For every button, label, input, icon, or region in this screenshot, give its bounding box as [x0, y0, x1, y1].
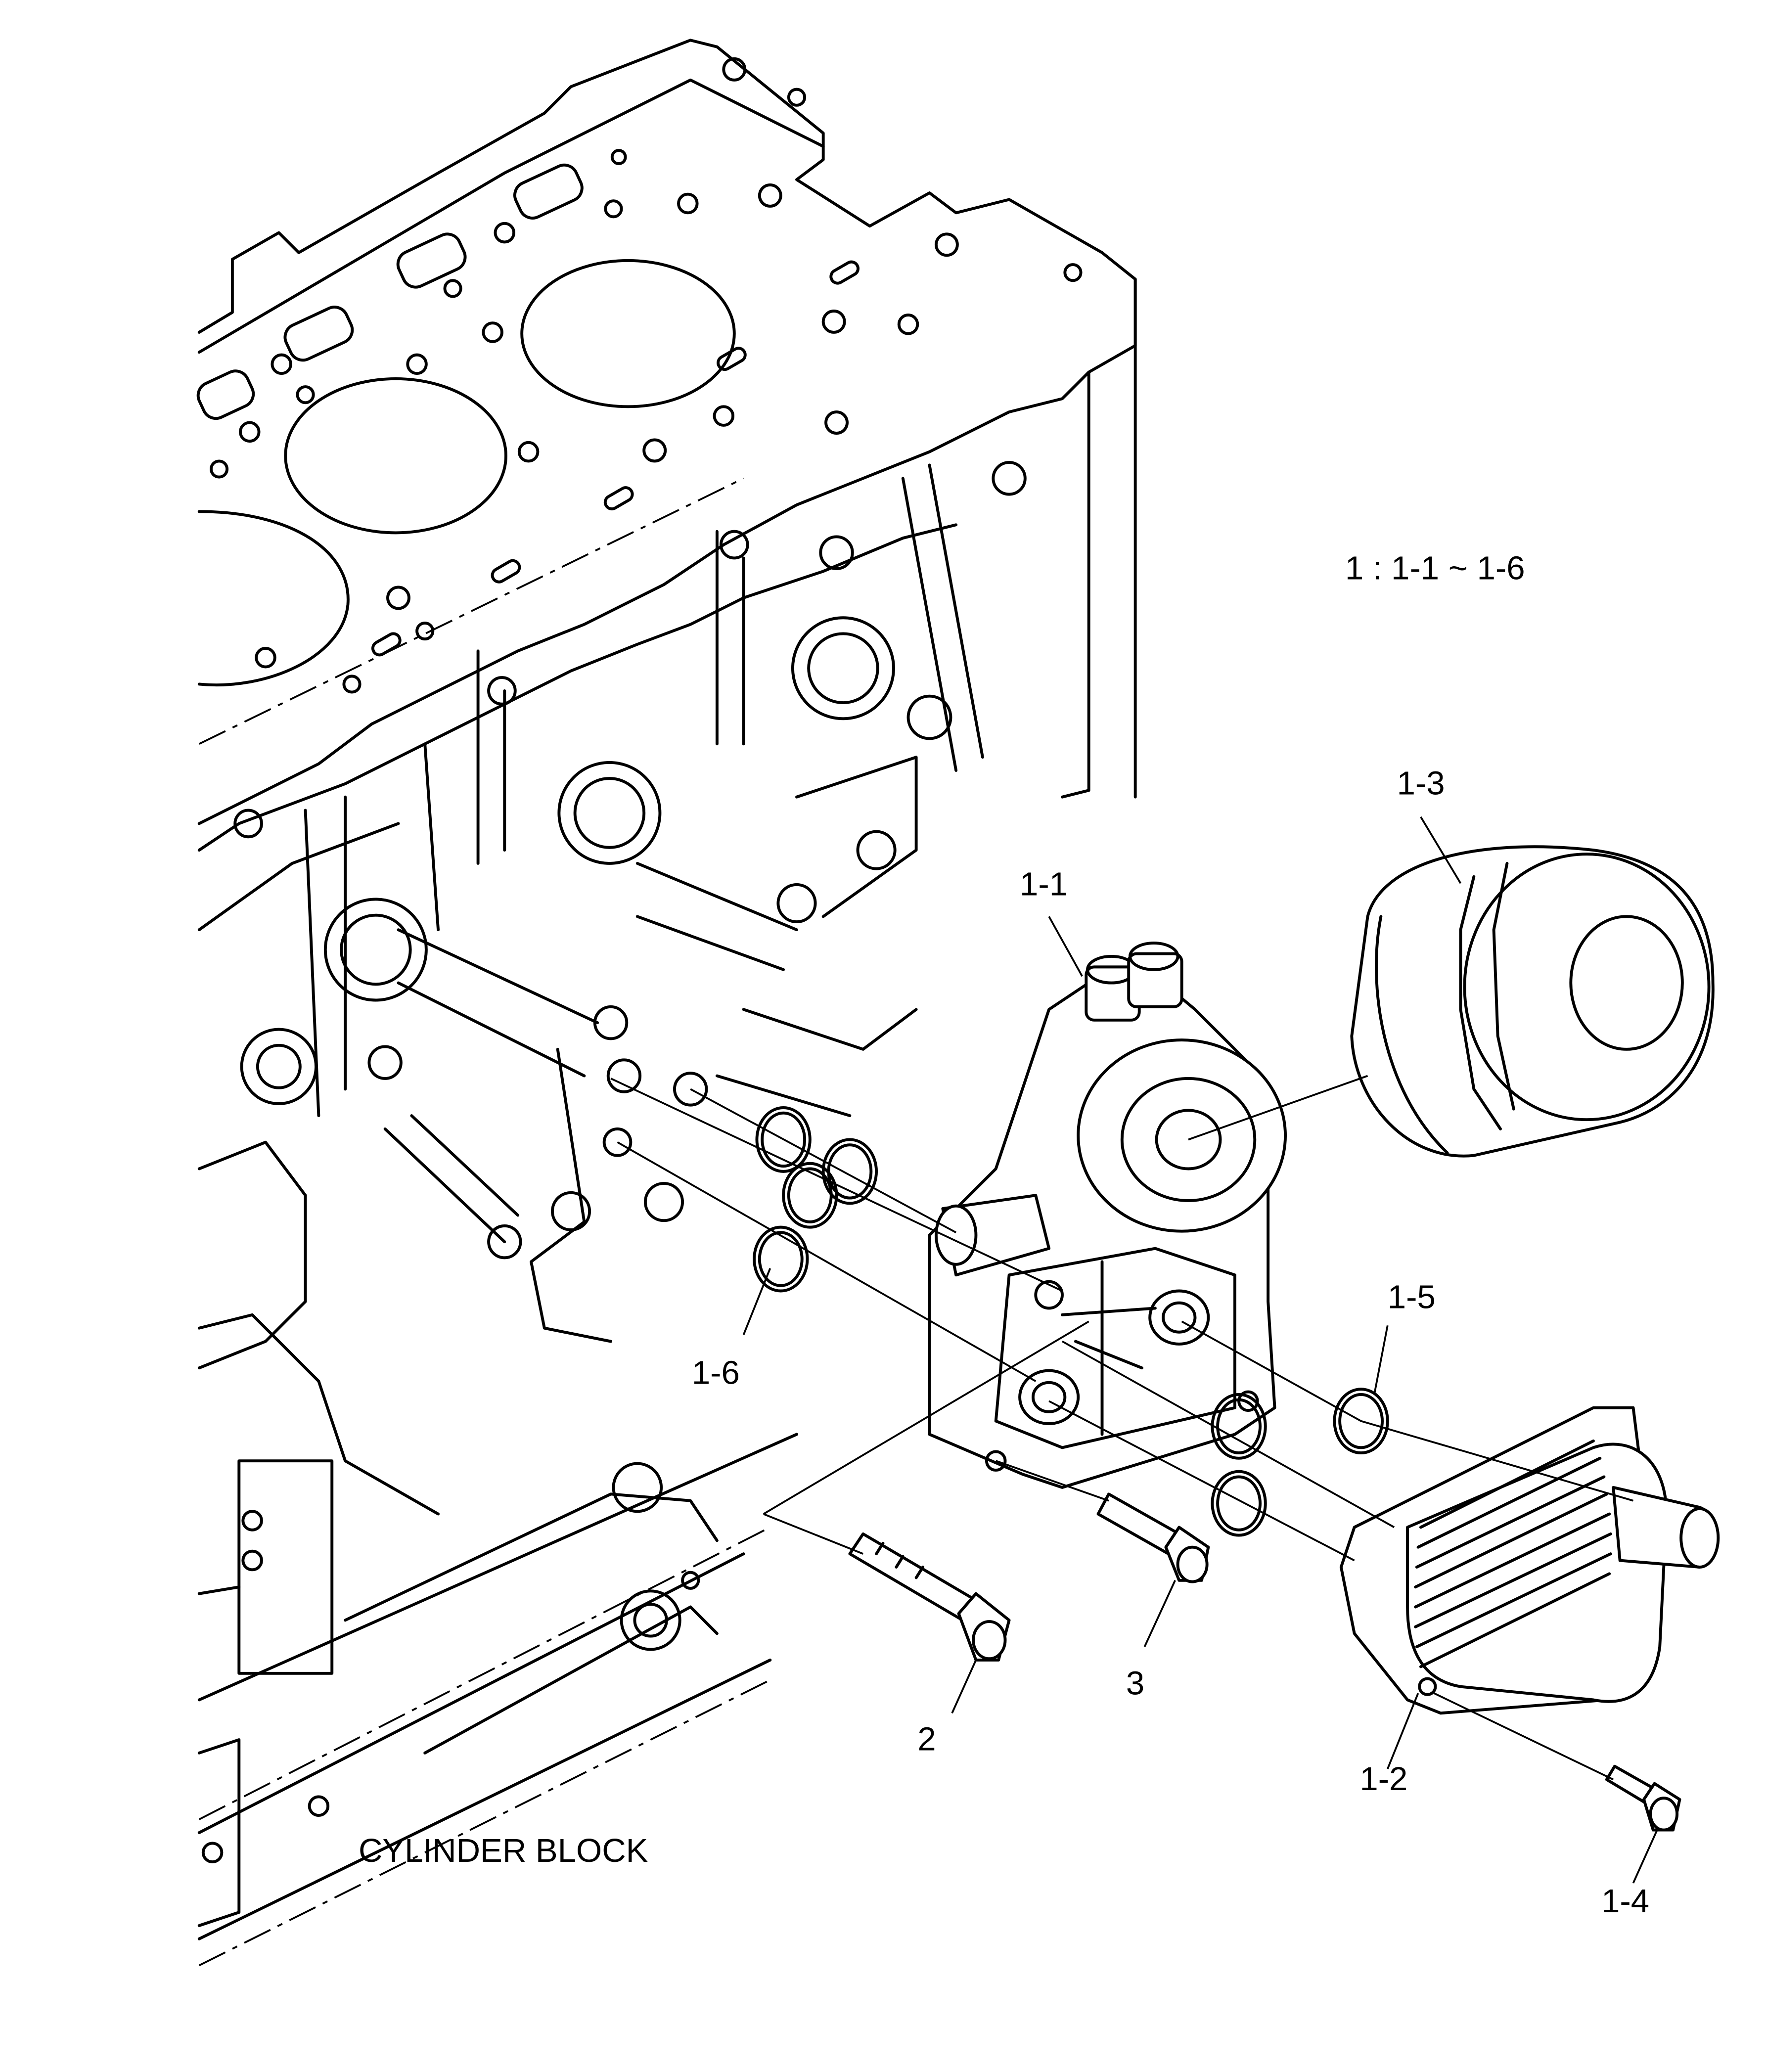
callout-1-2: 1-2	[1359, 1760, 1407, 1798]
deck-holes	[196, 57, 1083, 694]
o-rings-1-6	[753, 1106, 878, 1293]
callout-1-5: 1-5	[1388, 1278, 1436, 1315]
callout-1-6: 1-6	[692, 1354, 740, 1391]
callout-1-4: 1-4	[1601, 1883, 1649, 1920]
oil-filter-cartridge	[1350, 845, 1715, 1158]
assembly-note: 1 : 1-1 ~ 1-6	[1345, 549, 1525, 586]
callout-1-3: 1-3	[1397, 765, 1445, 802]
callout-leaders	[742, 816, 1658, 1884]
block-bosses	[201, 461, 1027, 1864]
bolt-3	[1096, 1492, 1210, 1583]
cylinder-block	[196, 39, 1137, 1967]
oil-cooler	[1339, 1406, 1720, 1715]
callout-3: 3	[1126, 1665, 1144, 1702]
oil-filter-housing	[928, 942, 1287, 1489]
cylinder-block-label: CYLINDER BLOCK	[359, 1832, 648, 1869]
assembly-lines	[610, 1075, 1634, 1781]
o-rings-1-5	[1211, 1388, 1389, 1537]
bolt-1-4	[1605, 1764, 1681, 1832]
callout-2: 2	[917, 1721, 936, 1758]
bolt-2	[848, 1532, 1011, 1662]
cooler-fins	[1414, 1439, 1612, 1668]
callout-1-1: 1-1	[1020, 865, 1068, 902]
